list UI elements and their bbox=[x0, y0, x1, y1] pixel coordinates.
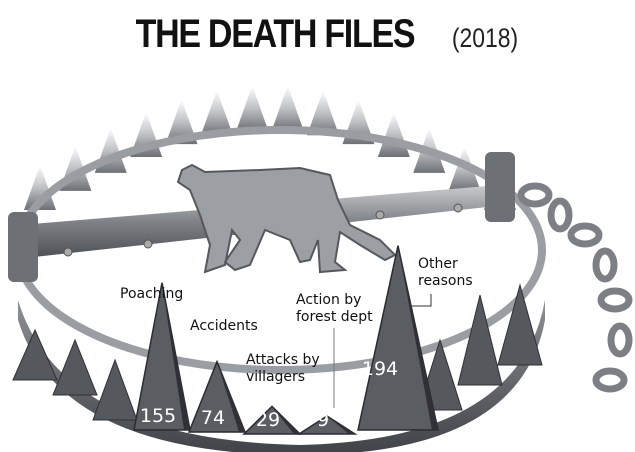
leopard-silhouette bbox=[176, 163, 397, 274]
leader-line bbox=[410, 294, 432, 307]
tooth-shadow bbox=[217, 361, 245, 432]
category-label-line: Action by bbox=[296, 292, 361, 308]
tooth-shadow bbox=[327, 416, 355, 434]
back-tooth bbox=[200, 90, 233, 136]
side-tooth bbox=[497, 283, 543, 366]
tooth-shadow bbox=[272, 406, 300, 434]
value-label: 9 bbox=[317, 409, 329, 431]
chain-icon bbox=[517, 182, 633, 393]
side-tooth bbox=[92, 358, 138, 421]
back-tooth bbox=[377, 111, 410, 157]
tooth-shadow bbox=[162, 282, 190, 430]
title-text: THE DEATH FILES bbox=[135, 12, 416, 56]
chart-title: THE DEATH FILES (2018) bbox=[0, 12, 635, 57]
category-label-line: Other bbox=[418, 256, 458, 272]
value-label: 74 bbox=[201, 407, 225, 429]
value-label: 29 bbox=[256, 409, 280, 431]
category-label-line: Attacks by bbox=[246, 352, 320, 368]
category-label-line: Poaching bbox=[120, 286, 183, 302]
back-tooth bbox=[165, 99, 198, 145]
side-tooth bbox=[12, 328, 58, 381]
category-label: Accidents bbox=[190, 318, 258, 334]
back-tooth bbox=[307, 90, 340, 136]
tooth-shadow bbox=[398, 245, 438, 430]
side-tooth bbox=[457, 294, 503, 386]
value-label: 155 bbox=[140, 405, 176, 427]
back-tooth bbox=[236, 85, 269, 131]
category-label-line: reasons bbox=[418, 273, 473, 289]
subtitle-year: (2018) bbox=[451, 23, 518, 53]
category-label-line: Accidents bbox=[190, 318, 258, 334]
back-tooth bbox=[271, 85, 304, 131]
side-tooth bbox=[52, 338, 98, 396]
category-label: Poaching bbox=[120, 286, 183, 302]
category-label-line: forest dept bbox=[296, 309, 373, 325]
value-label: 194 bbox=[362, 358, 398, 380]
category-label-line: villagers bbox=[246, 369, 305, 385]
side-teeth bbox=[12, 283, 543, 421]
